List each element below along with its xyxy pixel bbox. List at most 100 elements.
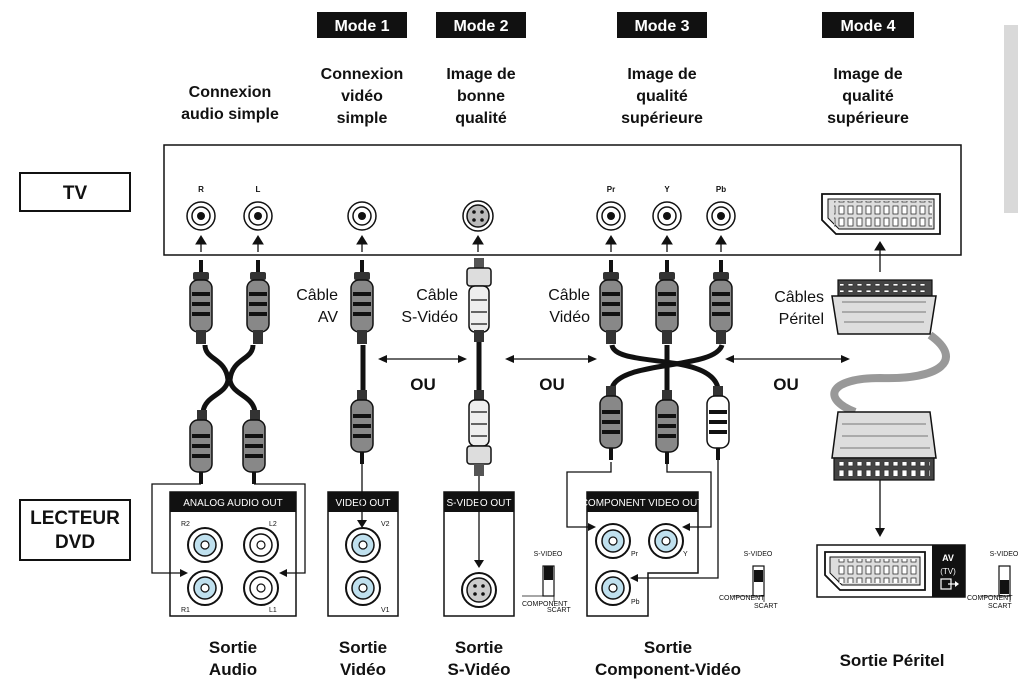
mode-3-heading-line-3: supérieure: [621, 110, 703, 127]
audio-heading: Connexion audio simple: [181, 84, 279, 123]
mode-3-header: Mode 3: [617, 12, 707, 38]
peritel-footer: Sortie Péritel: [840, 651, 945, 670]
svideo-cable: [466, 258, 492, 476]
audio-jack-label-l1: L1: [269, 607, 277, 614]
audio-heading-line-2: audio simple: [181, 106, 279, 123]
audio-jack-l1: [243, 570, 279, 606]
mode-2-label: Mode 2: [453, 18, 508, 35]
video-footer: Sortie Vidéo: [339, 638, 387, 679]
mode-1-heading-line-1: Connexion: [321, 66, 404, 83]
audio-plug-r-bottom: [189, 410, 213, 484]
player-label-line-1: LECTEUR: [30, 508, 120, 529]
video-cable-label-line-2: Vidéo: [549, 309, 590, 326]
component-plug-pr-bottom: [599, 386, 623, 460]
mode-2-header: Mode 2: [436, 12, 526, 38]
svideo-cable-label: Câble S-Vidéo: [401, 287, 458, 326]
or-label-3: OU: [773, 375, 799, 394]
svideo-footer-line-2: S-Vidéo: [448, 660, 511, 679]
arrows-into-tv: [195, 235, 886, 272]
audio-plug-r-top: [189, 260, 213, 344]
audio-heading-line-1: Connexion: [189, 84, 272, 101]
mode-2-heading-line-1: Image de: [446, 66, 515, 83]
component-out-title: COMPONENT VIDEO OUT: [581, 498, 704, 509]
audio-jack-r2: [187, 527, 223, 563]
tv-jack-y: [652, 201, 682, 231]
component-footer-line-2: Component-Vidéo: [595, 660, 741, 679]
component-jack-pr: [595, 523, 631, 559]
svideo-footer: Sortie S-Vidéo: [448, 638, 511, 679]
svideo-plug-bottom: [466, 390, 492, 476]
mode-1-heading-line-3: simple: [337, 110, 388, 127]
switch-1-label-right: SCART: [547, 607, 571, 614]
mode-3-heading: Image de qualité supérieure: [621, 66, 703, 127]
av-video-cable: [350, 260, 374, 464]
side-tab: [1004, 25, 1018, 213]
switch-2-label-top: S-VIDEO: [744, 551, 773, 558]
peritel-cable-label: Câbles Péritel: [774, 289, 824, 328]
or-arrow-2: OU: [505, 355, 597, 394]
tv-scart-socket: [821, 193, 941, 235]
tv-label: TV: [63, 183, 88, 204]
or-label-1: OU: [410, 375, 436, 394]
video-out-panel: VIDEO OUT V2 V1: [327, 464, 399, 617]
audio-footer: Sortie Audio: [209, 638, 257, 679]
svideo-cable-label-line-2: S-Vidéo: [401, 309, 458, 326]
video-jack-v1: [345, 570, 381, 606]
component-footer: Sortie Component-Vidéo: [595, 638, 741, 679]
component-cable: [599, 260, 733, 464]
tv-jack-r: [186, 201, 216, 231]
tv-jack-l: [243, 201, 273, 231]
switch-1-label-left: COMPONENT: [522, 601, 568, 608]
or-arrow-1: OU: [378, 355, 467, 394]
mode-3-heading-line-2: qualité: [636, 88, 688, 105]
audio-footer-line-2: Audio: [209, 660, 257, 679]
mode-3-heading-line-1: Image de: [627, 66, 696, 83]
component-plug-pb-bottom: [706, 386, 730, 460]
audio-jack-label-l2: L2: [269, 521, 277, 528]
mode-1-heading-line-2: vidéo: [341, 88, 383, 105]
svideo-footer-line-1: Sortie: [455, 638, 503, 657]
mode-3-label: Mode 3: [634, 18, 689, 35]
av-cable-label: Câble AV: [296, 287, 338, 326]
component-jack-label-pb: Pb: [631, 599, 640, 606]
tv-label-box: TV: [19, 172, 131, 212]
mode-4-heading-line-1: Image de: [833, 66, 902, 83]
mode-2-heading-line-3: qualité: [455, 110, 507, 127]
scart-badge-line-1: AV: [942, 553, 954, 563]
switch-2-label-left: COMPONENT: [719, 595, 765, 602]
scart-output-icon: [940, 578, 959, 590]
svideo-out-jack: [461, 572, 497, 608]
video-cable-label: Câble Vidéo: [548, 287, 590, 326]
video-jack-label-v1: V1: [381, 607, 390, 614]
av-cable-label-line-2: AV: [318, 309, 338, 326]
audio-cable: [189, 260, 270, 484]
or-label-2: OU: [539, 375, 565, 394]
scart-badge-line-2: (TV): [940, 567, 956, 576]
mode-4-heading: Image de qualité supérieure: [827, 66, 909, 127]
video-footer-line-1: Sortie: [339, 638, 387, 657]
mode-1-heading: Connexion vidéo simple: [321, 66, 404, 127]
audio-footer-line-1: Sortie: [209, 638, 257, 657]
svideo-plug-top: [466, 258, 492, 342]
av-plug-bottom: [350, 390, 374, 464]
switch-1-label-top: S-VIDEO: [534, 551, 563, 558]
component-out-panel: COMPONENT VIDEO OUT Pr Y Pb: [566, 460, 719, 617]
audio-plug-l-bottom: [242, 410, 266, 484]
audio-out-panel: ANALOG AUDIO OUT R2 L2 R1 L1: [151, 483, 306, 617]
audio-jack-l2: [243, 527, 279, 563]
peritel-cable-label-line-1: Câbles: [774, 289, 824, 306]
video-jack-label-v2: V2: [381, 521, 390, 528]
scart-plug-top: [831, 279, 937, 335]
mode-2-heading-line-2: bonne: [457, 88, 505, 105]
svideo-cable-label-line-1: Câble: [416, 287, 458, 304]
mode-4-label: Mode 4: [840, 18, 895, 35]
tv-jack-label-pb: Pb: [716, 185, 726, 194]
tv-jack-pb: [706, 201, 736, 231]
tv-jack-label-pr: Pr: [607, 185, 615, 194]
switch-2-label-right: SCART: [754, 603, 778, 610]
scart-out-panel: AV (TV): [816, 544, 966, 598]
svideo-out-panel: S-VIDEO OUT: [443, 476, 515, 617]
component-jack-y: [648, 523, 684, 559]
video-cable-label-line-1: Câble: [548, 287, 590, 304]
component-jack-label-pr: Pr: [631, 551, 639, 558]
